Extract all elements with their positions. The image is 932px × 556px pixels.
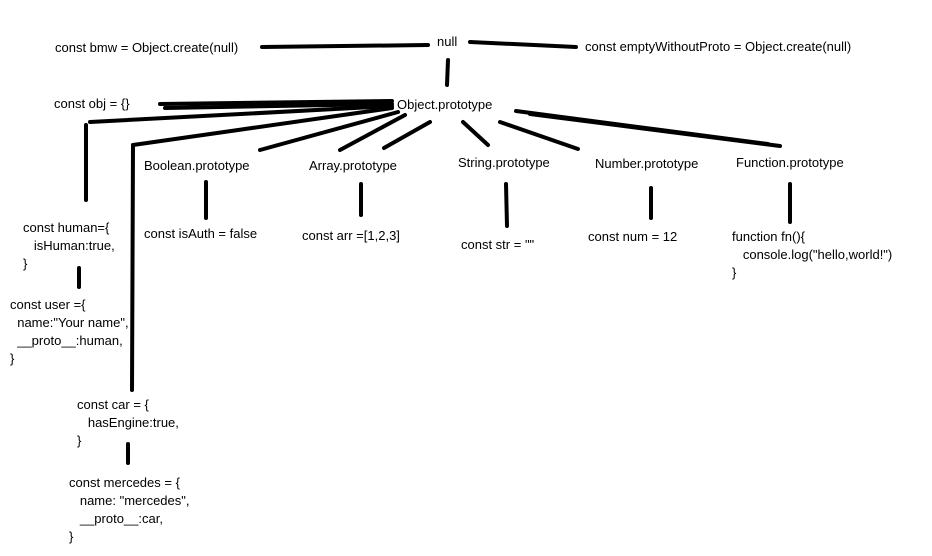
number-prototype-node: Number.prototype [595,156,699,171]
edge-object-prototype-array [338,113,407,152]
array-prototype-node: Array.prototype [309,158,397,173]
string-prototype-node: String.prototype [458,155,550,170]
obj-node: const obj = {} [54,96,130,111]
edge-object-prototype-number [498,120,580,151]
edge-obj-object-prototype-lower [163,102,394,110]
human-node: const human={ isHuman:true, } [23,220,115,271]
null-root-node: null [437,34,458,49]
edge-object-prototype-boolean [258,110,400,152]
edge-car-branch-down [130,143,135,392]
function-prototype-node: Function.prototype [736,155,844,170]
user-node: const user ={ name:"Your name", __proto_… [10,297,129,366]
object-prototype-node: Object.prototype [397,97,493,112]
fn-node: function fn(){ console.log("hello,world!… [732,229,893,280]
edge-object-prototype-human-branch [88,104,394,124]
edge-null-bmw [260,43,430,49]
str-node: const str = "" [461,237,535,252]
num-node: const num = 12 [588,229,678,244]
bmw-node: const bmw = Object.create(null) [55,40,239,55]
edge-obj-object-prototype-upper [158,99,394,106]
car-node: const car = { hasEngine:true, } [77,397,179,448]
mercedes-node: const mercedes = { name: "mercedes", __p… [69,475,190,544]
edge-string-str [504,182,509,228]
edge-object-prototype-car-branch [131,106,394,147]
is-auth-node: const isAuth = false [144,226,258,241]
edge-object-prototype-string [461,120,490,147]
arr-node: const arr =[1,2,3] [302,228,400,243]
edge-function-upper [528,112,782,148]
edge-null-object-prototype [445,58,450,87]
empty-without-proto-node: const emptyWithoutProto = Object.create(… [585,39,852,54]
edge-object-prototype-array-2 [382,120,432,150]
edge-null-empty [468,40,578,49]
boolean-prototype-node: Boolean.prototype [144,158,250,173]
